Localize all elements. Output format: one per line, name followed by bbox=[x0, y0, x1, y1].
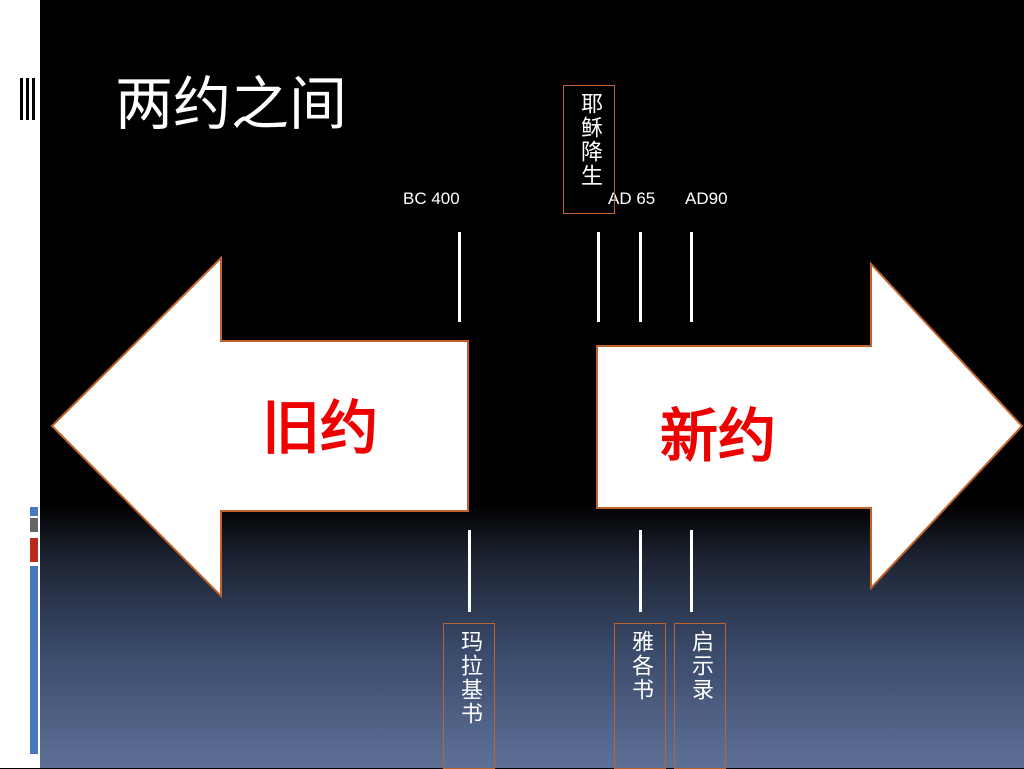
year-label-ad65: AD 65 bbox=[608, 189, 656, 208]
new-testament-label: 新约 bbox=[660, 402, 777, 470]
stripe-decor bbox=[20, 78, 23, 120]
old-testament-label: 旧约 bbox=[262, 394, 379, 462]
tick-upper-bc400 bbox=[458, 232, 461, 322]
color-block-gray bbox=[30, 518, 38, 532]
james-box: 雅各书 bbox=[614, 623, 666, 769]
jesus-birth-text: 耶稣降生 bbox=[577, 92, 602, 188]
left-arrow bbox=[50, 255, 469, 599]
tick-lower-revelation bbox=[690, 530, 693, 612]
malachi-box: 玛拉基书 bbox=[443, 623, 495, 769]
stripe-decor bbox=[26, 78, 29, 120]
revelation-text: 启示录 bbox=[688, 630, 713, 702]
year-label-ad90: AD90 bbox=[685, 189, 728, 208]
tick-lower-malachi bbox=[468, 530, 471, 612]
tick-upper-birth bbox=[597, 232, 600, 322]
tick-lower-james bbox=[639, 530, 642, 612]
stripe-decor bbox=[32, 78, 35, 120]
color-block-red bbox=[30, 538, 38, 562]
left-decor-strip bbox=[0, 0, 40, 768]
slide-title: 两约之间 bbox=[115, 70, 348, 138]
tick-upper-ad65 bbox=[639, 232, 642, 322]
james-text: 雅各书 bbox=[628, 630, 653, 702]
tick-upper-ad90 bbox=[690, 232, 693, 322]
color-block-blue bbox=[30, 507, 38, 516]
jesus-birth-box: 耶稣降生 bbox=[563, 85, 615, 214]
malachi-text: 玛拉基书 bbox=[457, 630, 482, 726]
right-arrow bbox=[596, 261, 1024, 591]
revelation-box: 启示录 bbox=[674, 623, 726, 769]
color-bar-blue bbox=[30, 566, 38, 754]
year-label-bc400: BC 400 bbox=[403, 189, 460, 208]
